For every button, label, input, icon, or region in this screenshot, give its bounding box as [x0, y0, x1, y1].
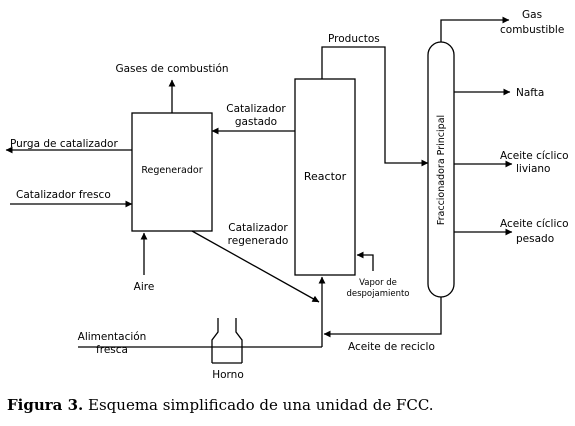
recycle-oil-label: Aceite de reciclo: [348, 341, 435, 353]
caption-text: Esquema simplificado de una unidad de FC…: [88, 396, 434, 414]
stripping-steam-label-2: despojamiento: [346, 289, 409, 299]
light-cycle-oil-label-1: Aceite cíclico: [500, 150, 569, 162]
stream-combustion-gases: Gases de combustión: [115, 63, 229, 113]
stream-fresh-feed: Alimentación fresca: [78, 331, 322, 356]
fresh-feed-label-2: fresca: [96, 344, 128, 356]
fractionator-unit: Fraccionadora Principal: [427, 41, 455, 298]
fresh-feed-label-1: Alimentación: [78, 331, 147, 343]
fresh-catalyst-label: Catalizador fresco: [16, 189, 111, 201]
stream-light-cycle-oil: Aceite cíclico liviano: [454, 150, 569, 175]
air-label: Aire: [134, 281, 155, 293]
spent-catalyst-label-2: gastado: [235, 116, 277, 128]
stream-naphtha: Nafta: [454, 87, 544, 99]
stripping-steam-label-1: Vapor de: [359, 278, 397, 288]
products-label: Productos: [328, 33, 380, 45]
furnace-unit: Horno: [211, 318, 244, 381]
stream-spent-catalyst: Catalizador gastado: [211, 103, 295, 135]
heavy-cycle-oil-label-1: Aceite cíclico: [500, 218, 569, 230]
naphtha-label: Nafta: [516, 87, 544, 99]
spent-catalyst-label-1: Catalizador: [226, 103, 286, 115]
fuel-gas-label-1: Gas: [522, 9, 542, 21]
figure-caption: Figura 3. Esquema simplificado de una un…: [7, 396, 434, 414]
fractionator-label: Fraccionadora Principal: [436, 115, 447, 225]
stream-fuel-gas: Gas combustible: [440, 9, 564, 42]
stream-catalyst-purge: Purga de catalizador: [5, 138, 132, 154]
regenerator-unit: Regenerador: [131, 112, 213, 232]
reactor-label: Reactor: [304, 170, 347, 183]
stream-regenerated-catalyst: Catalizador regenerado: [191, 222, 320, 303]
fuel-gas-label-2: combustible: [500, 24, 564, 36]
stream-recycle-oil: Aceite de reciclo: [323, 297, 442, 353]
furnace-label: Horno: [212, 369, 244, 381]
caption-label: Figura 3.: [7, 396, 84, 414]
stream-fresh-catalyst: Catalizador fresco: [10, 189, 133, 208]
regenerated-catalyst-label-2: regenerado: [228, 235, 289, 247]
reactor-unit: Reactor: [294, 78, 356, 276]
catalyst-purge-label: Purga de catalizador: [10, 138, 118, 150]
stream-air: Aire: [134, 232, 155, 293]
regenerator-label: Regenerador: [141, 165, 202, 176]
regenerated-catalyst-label-1: Catalizador: [228, 222, 288, 234]
stream-heavy-cycle-oil: Aceite cíclico pesado: [454, 218, 569, 245]
heavy-cycle-oil-label-2: pesado: [516, 233, 554, 245]
stream-products: Productos: [321, 33, 429, 167]
stream-stripping-steam: Vapor de despojamiento: [346, 251, 410, 299]
light-cycle-oil-label-2: liviano: [516, 163, 550, 175]
combustion-gases-label: Gases de combustión: [115, 63, 228, 75]
